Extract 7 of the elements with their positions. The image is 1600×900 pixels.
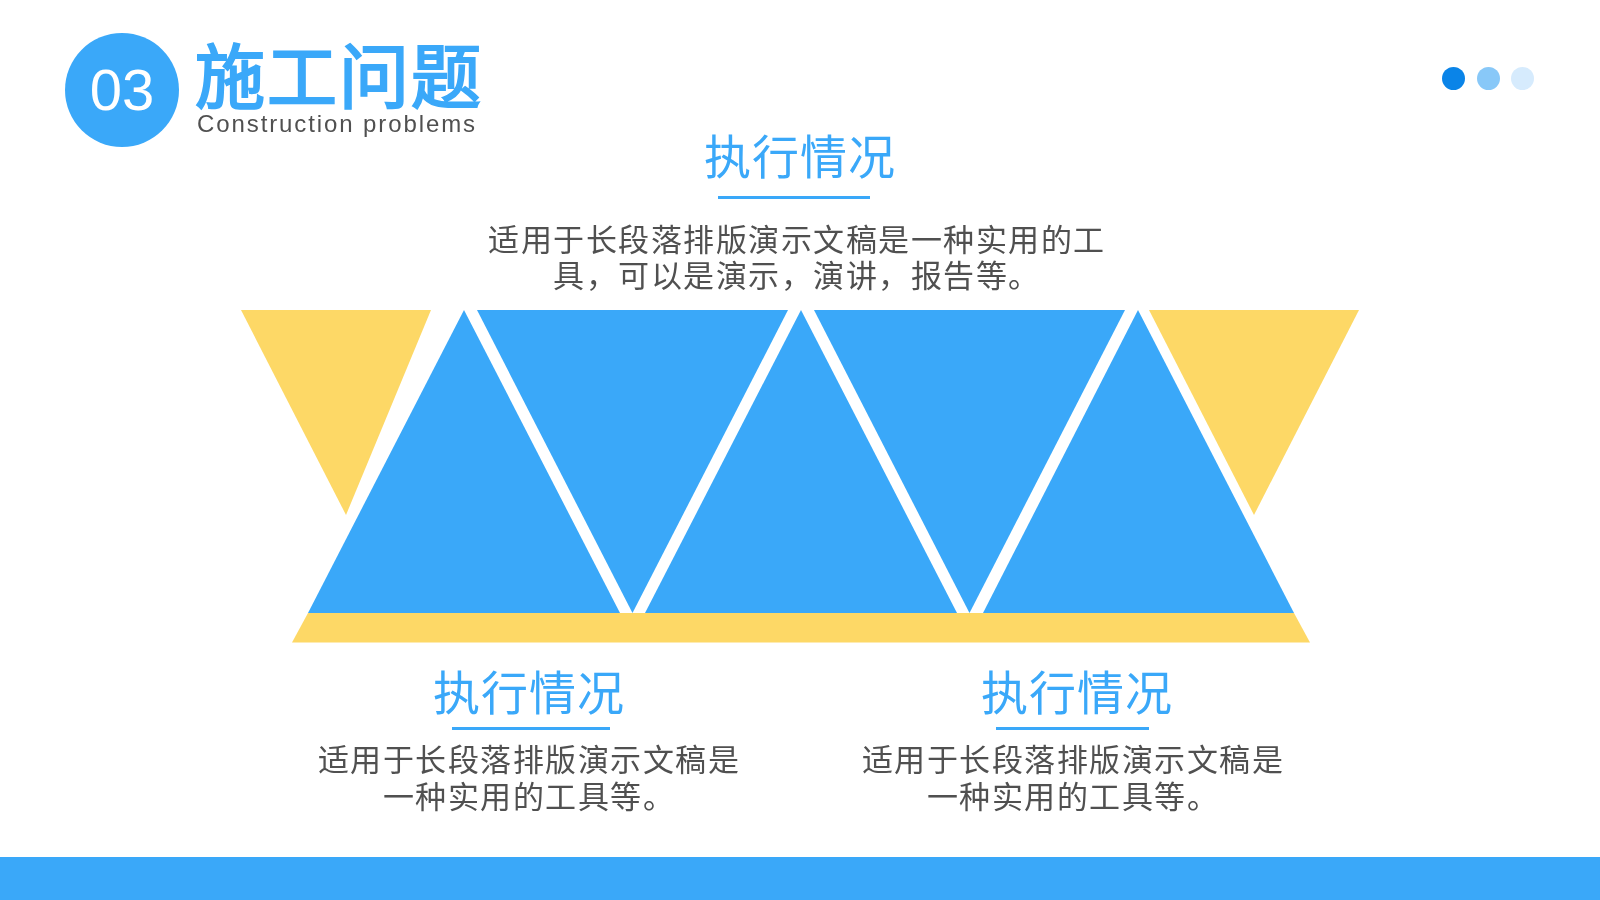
number-circle: 03 xyxy=(65,33,179,147)
body-text: 适用于长段落排版演示文稿是一种实用的工具等。 xyxy=(316,742,742,816)
section-heading: 执行情况 xyxy=(432,665,626,723)
section-heading: 执行情况 xyxy=(980,665,1174,723)
body-text: 适用于长段落排版演示文稿是一种实用的工具，可以是演示，演讲，报告等。 xyxy=(487,222,1107,294)
body-text: 适用于长段落排版演示文稿是一种实用的工具等。 xyxy=(860,742,1286,816)
section-heading: 执行情况 xyxy=(703,129,897,187)
